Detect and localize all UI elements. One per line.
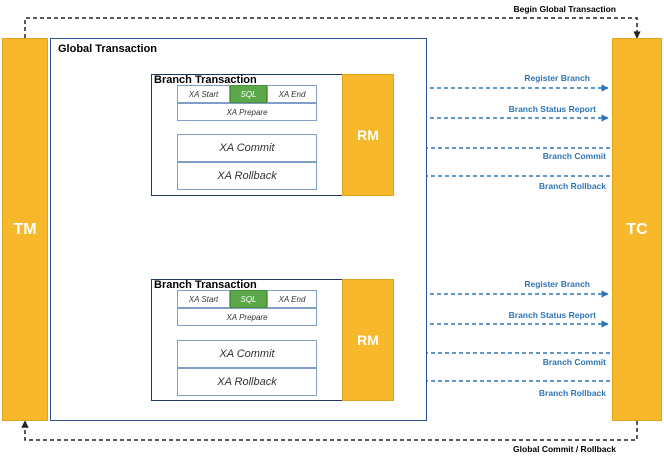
tc-label: TC <box>626 220 648 238</box>
status-report-label: Branch Status Report <box>508 104 596 114</box>
xa-start-cell: XA Start <box>177 290 230 308</box>
global-commit-label: Global Commit / Rollback <box>513 444 616 454</box>
xa-commit-cell: XA Commit <box>177 340 317 368</box>
tc-box: TC <box>612 38 662 421</box>
xa-prepare-cell: XA Prepare <box>177 103 317 121</box>
rm-box: RM <box>342 74 394 196</box>
branch-commit-label: Branch Commit <box>542 151 606 161</box>
register-branch-label: Register Branch <box>524 73 590 83</box>
xa-rollback-cell: XA Rollback <box>177 162 317 190</box>
xa-end-cell: XA End <box>267 290 317 308</box>
branch-commit-label: Branch Commit <box>542 357 606 367</box>
sql-cell: SQL <box>230 290 267 308</box>
begin-global-arrow <box>24 17 641 39</box>
rm-box: RM <box>342 279 394 401</box>
xa-commit-cell: XA Commit <box>177 134 317 162</box>
tm-label: TM <box>13 220 37 238</box>
xa-end-cell: XA End <box>267 85 317 103</box>
xa-prepare-cell: XA Prepare <box>177 308 317 326</box>
register-branch-label: Register Branch <box>524 279 590 289</box>
global-commit-arrow <box>21 420 638 441</box>
global-transaction-title: Global Transaction <box>58 43 158 55</box>
branch-transaction-title: Branch Transaction <box>154 74 257 86</box>
rm-label: RM <box>357 127 379 143</box>
xa-start-cell: XA Start <box>177 85 230 103</box>
begin-global-label: Begin Global Transaction <box>513 4 617 14</box>
rm-label: RM <box>357 332 379 348</box>
branch-transaction-title: Branch Transaction <box>154 279 257 291</box>
sql-cell: SQL <box>230 85 267 103</box>
status-report-label: Branch Status Report <box>508 310 596 320</box>
branch-rollback-label: Branch Rollback <box>538 181 606 191</box>
xa-rollback-cell: XA Rollback <box>177 368 317 396</box>
tm-box: TM <box>2 38 48 421</box>
branch-rollback-label: Branch Rollback <box>538 388 606 398</box>
